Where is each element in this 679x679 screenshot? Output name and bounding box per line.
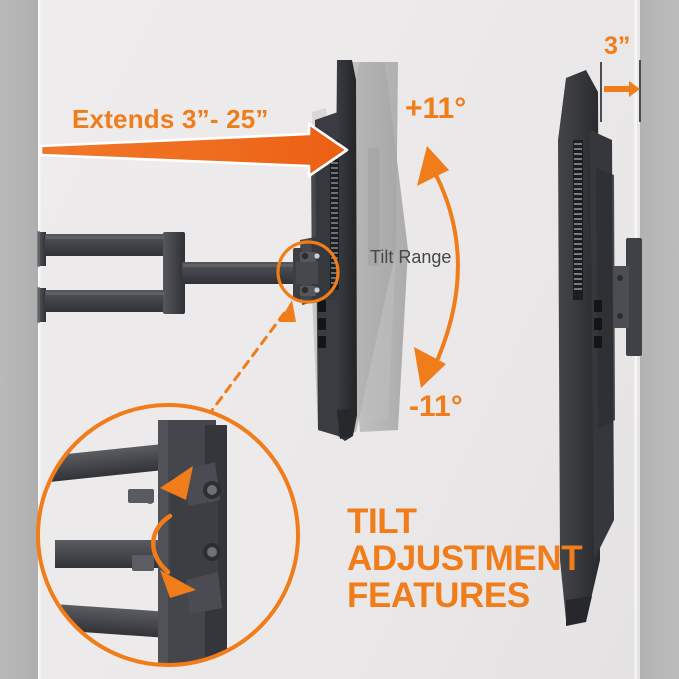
- wall-right-side: [640, 0, 679, 679]
- wall-bracket-right: [613, 238, 642, 356]
- articulating-arm: [37, 231, 307, 323]
- tv-center-side-profile: [300, 60, 357, 441]
- tilt-arc-down-arrowhead-icon: [414, 347, 446, 388]
- tv-right-flush: [558, 70, 642, 626]
- tilt-arc-up-arrowhead-icon: [417, 146, 449, 186]
- wall-plate: [37, 231, 46, 323]
- headline-line-2: ADJUSTMENT: [347, 539, 583, 579]
- tilt-up-angle-label: +11°: [405, 92, 467, 125]
- tilt-down-angle-label: -11°: [409, 390, 463, 423]
- wall-left-edge-highlight: [38, 0, 42, 679]
- headline-line-1: TILT: [347, 502, 417, 541]
- tilt-arc-icon: [430, 173, 460, 374]
- extends-arrow-icon: [39, 122, 349, 178]
- tilt-range-caption: Tilt Range: [370, 247, 452, 267]
- headline-title: TILT ADJUSTMENT FEATURES: [347, 502, 583, 616]
- tilt-pivot-closeup-inset: [36, 403, 300, 667]
- pivot-circle-icon: [276, 240, 340, 304]
- headline-line-3: FEATURES: [347, 576, 530, 616]
- wall-left-side: [0, 0, 38, 679]
- tv-right-vent-slots: [573, 140, 583, 300]
- detail-circle-icon: [36, 403, 300, 667]
- pivot-hardware: [293, 248, 320, 300]
- callout-pointer-icon: [188, 300, 296, 442]
- ghost-tv-vent: [368, 148, 379, 266]
- tv-ports: [318, 300, 326, 348]
- tv-right-ports: [594, 300, 602, 348]
- gap-measure-icon: [600, 60, 641, 122]
- wall-gap-label: 3”: [604, 32, 631, 60]
- extends-range-label: Extends 3”- 25”: [72, 104, 269, 134]
